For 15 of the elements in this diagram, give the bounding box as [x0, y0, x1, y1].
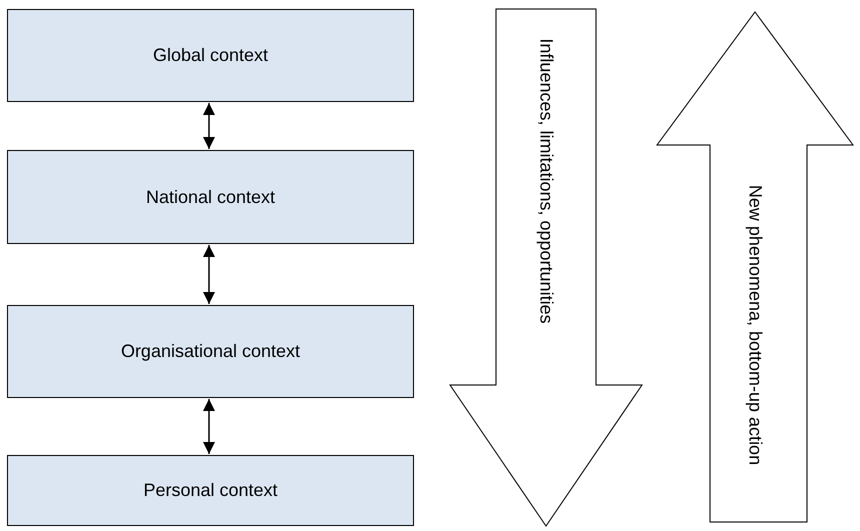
box-label: Organisational context — [120, 341, 300, 362]
context-box — [7, 9, 414, 102]
pointing-block-shape — [450, 9, 643, 527]
box-label: Global context — [152, 45, 268, 66]
arrow-label: New phenomena, bottom-up action — [744, 184, 766, 466]
double-arrow — [203, 399, 215, 454]
context-box — [7, 455, 414, 526]
context-box — [7, 305, 414, 398]
double-arrow — [203, 103, 215, 149]
pointing-block-shape — [657, 12, 854, 522]
arrow-label: Influences, limitations, opportunities — [536, 38, 556, 324]
box-label: National context — [146, 186, 276, 208]
double-arrow — [203, 245, 215, 304]
box-label: Personal context — [143, 480, 278, 501]
context-box — [7, 150, 414, 244]
